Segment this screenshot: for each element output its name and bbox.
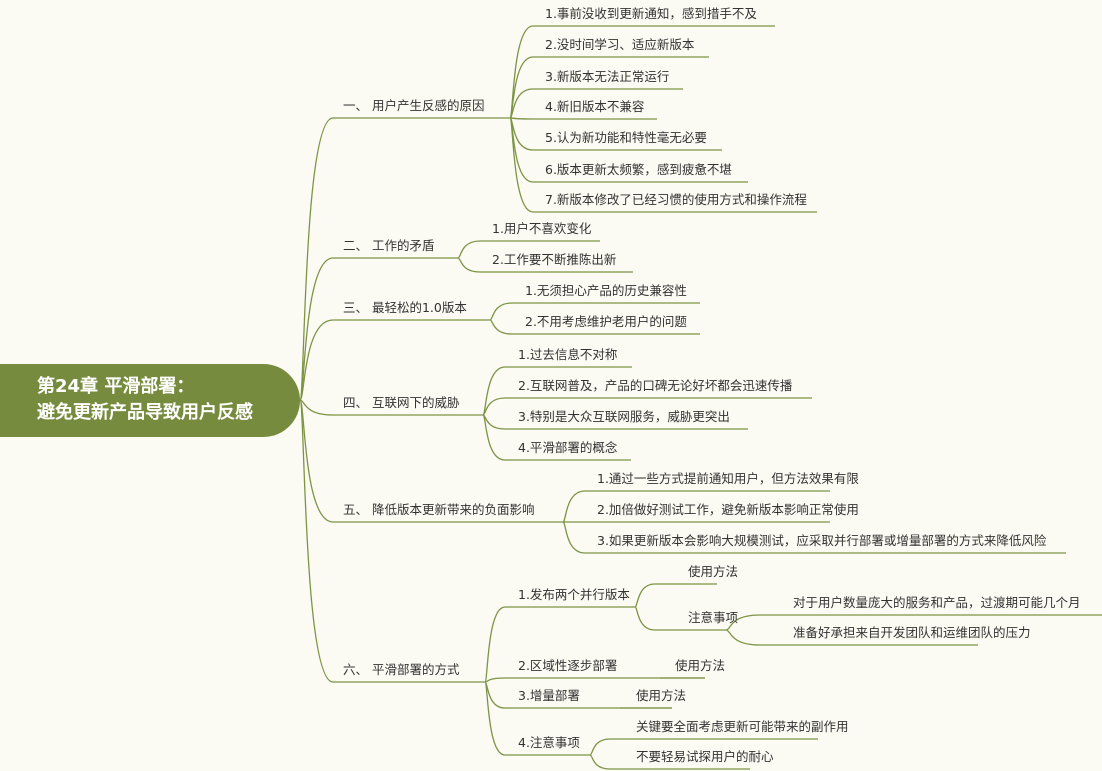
branch-line xyxy=(589,738,818,756)
root-topic[interactable]: 第24章 平滑部署： 避免更新产品导致用户反感 xyxy=(0,364,300,437)
branch-line xyxy=(482,397,812,416)
topic-5-1[interactable]: 2.区域性逐步部署 xyxy=(518,658,618,673)
topic-3-3[interactable]: 4.平滑部署的概念 xyxy=(518,440,618,455)
topic-1-1[interactable]: 2.工作要不断推陈出新 xyxy=(492,252,617,267)
topic-2-0[interactable]: 1.无须担心产品的历史兼容性 xyxy=(525,283,687,298)
topic-0-4[interactable]: 5.认为新功能和特性毫无必要 xyxy=(545,130,707,145)
topic-5-0-1-1[interactable]: 准备好承担来自开发团队和运维团队的压力 xyxy=(793,625,1031,640)
topic-0-6[interactable]: 7.新版本修改了已经习惯的使用方式和操作流程 xyxy=(545,192,807,207)
branch-line xyxy=(299,117,510,401)
topic-5-2-0[interactable]: 使用方法 xyxy=(636,688,687,703)
topic-5-0-1[interactable]: 注意事项 xyxy=(688,610,739,625)
topic-5-1-0[interactable]: 使用方法 xyxy=(675,658,726,673)
branch-line xyxy=(457,240,600,259)
branch-line xyxy=(484,606,635,683)
topic-5-2[interactable]: 3.增量部署 xyxy=(518,688,580,703)
topic-3-1[interactable]: 2.互联网普及，产品的口碑无论好坏都会迅速传播 xyxy=(518,378,793,393)
topic-0-1[interactable]: 2.没时间学习、适应新版本 xyxy=(545,37,695,52)
root-title-line2: 避免更新产品导致用户反感 xyxy=(37,402,253,423)
topic-1[interactable]: 二、 工作的矛盾 xyxy=(343,238,435,253)
branch-line xyxy=(299,319,490,401)
branch-line xyxy=(489,319,700,335)
topic-5-3-0[interactable]: 关键要全面考虑更新可能带来的副作用 xyxy=(636,719,849,734)
topic-5-0-1-0[interactable]: 对于用户数量庞大的服务和产品，过渡期可能几个月 xyxy=(793,595,1081,610)
topic-1-0[interactable]: 1.用户不喜欢变化 xyxy=(492,221,592,236)
topic-4[interactable]: 五、 降低版本更新带来的负面影响 xyxy=(343,502,535,517)
branch-line xyxy=(489,302,700,321)
branch-line xyxy=(725,614,1102,631)
topic-5-3-1[interactable]: 不要轻易试探用户的耐心 xyxy=(636,749,774,764)
branch-line xyxy=(482,414,631,461)
branch-line xyxy=(562,490,830,523)
branch-line xyxy=(589,754,750,770)
topic-0-0[interactable]: 1.事前没收到更新通知，感到措手不及 xyxy=(545,6,757,21)
topic-5[interactable]: 六、 平滑部署的方式 xyxy=(343,662,460,677)
topic-5-0-0[interactable]: 使用方法 xyxy=(688,564,739,579)
topic-0-2[interactable]: 3.新版本无法正常运行 xyxy=(545,69,670,84)
branch-line xyxy=(299,257,458,401)
topic-0[interactable]: 一、 用户产生反感的原因 xyxy=(343,98,485,113)
root-title-line1: 第24章 平滑部署： xyxy=(37,376,195,397)
topic-3[interactable]: 四、 互联网下的威胁 xyxy=(343,395,460,410)
topic-2-1[interactable]: 2.不用考虑维护老用户的问题 xyxy=(525,314,687,329)
branch-line xyxy=(634,606,726,631)
branch-line xyxy=(725,629,978,646)
branch-line xyxy=(509,88,683,119)
topic-0-5[interactable]: 6.版本更新太频繁，感到疲惫不堪 xyxy=(545,162,732,177)
branch-line xyxy=(562,521,1066,554)
branch-line xyxy=(299,399,485,683)
topic-3-2[interactable]: 3.特别是大众互联网服务，威胁更突出 xyxy=(518,409,730,424)
topic-4-2[interactable]: 3.如果更新版本会影响大规模测试，应采取并行部署或增量部署的方式来降低风险 xyxy=(597,533,1047,548)
branch-line xyxy=(634,583,717,608)
topic-4-1[interactable]: 2.加倍做好测试工作，避免新版本影响正常使用 xyxy=(597,502,859,517)
topic-0-3[interactable]: 4.新旧版本不兼容 xyxy=(545,99,645,114)
topic-4-0[interactable]: 1.通过一些方式提前通知用户，但方法效果有限 xyxy=(597,471,859,486)
topic-5-0[interactable]: 1.发布两个并行版本 xyxy=(518,587,630,602)
topic-3-0[interactable]: 1.过去信息不对称 xyxy=(518,347,618,362)
branch-line xyxy=(457,257,633,273)
branch-line xyxy=(509,117,817,213)
branch-line xyxy=(509,117,657,120)
topic-2[interactable]: 三、 最轻松的1.0版本 xyxy=(343,300,467,315)
topic-5-3[interactable]: 4.注意事项 xyxy=(518,735,580,750)
branch-line xyxy=(484,681,590,756)
